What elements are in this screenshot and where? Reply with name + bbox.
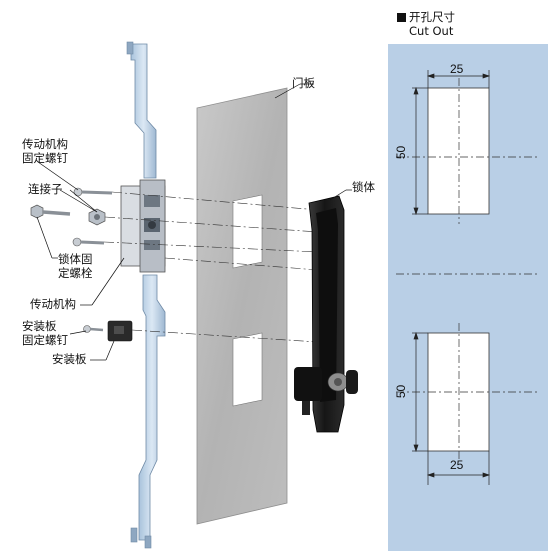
- alignment-lines: [103, 191, 319, 343]
- door-cutout-top: [232, 194, 263, 269]
- drive-screw: [73, 187, 113, 197]
- cutout-panel: [388, 44, 548, 551]
- dim-top-width: 25: [450, 62, 464, 76]
- label-drive-mechanism: 传动机构: [30, 297, 76, 311]
- cutout-title: 开孔尺寸 Cut Out: [397, 10, 455, 38]
- label-drive-screw-2: 固定螺钉: [22, 151, 68, 165]
- drive-mechanism: [120, 179, 166, 273]
- cutout-title-cn: 开孔尺寸: [409, 10, 455, 24]
- door-cutout-bottom: [232, 332, 263, 407]
- mount-screw: [83, 325, 104, 333]
- dim-bottom-width: 25: [450, 458, 464, 472]
- cutout-centerlines: [396, 78, 540, 462]
- label-door-panel: 门板: [292, 76, 315, 90]
- label-lock-fix-2: 定螺栓: [58, 266, 93, 280]
- door-panel: [196, 87, 288, 525]
- label-lock-fix-1: 锁体固: [58, 252, 93, 266]
- drive-rod: [126, 41, 166, 549]
- cutout-dim-top: [412, 70, 491, 216]
- key-cylinder: [327, 370, 358, 394]
- dim-top-height: 50: [394, 145, 409, 160]
- lock-body: [294, 195, 358, 433]
- lock-screw: [72, 237, 105, 247]
- cutout-title-en: Cut Out: [409, 24, 454, 38]
- cutout-dim-bottom: [412, 331, 491, 485]
- connector-nut: [88, 208, 106, 226]
- dim-bottom-height: 50: [394, 384, 409, 399]
- label-mount-screw-2: 固定螺钉: [22, 333, 68, 347]
- square-bullet-icon: [397, 13, 406, 22]
- label-lock-body: 锁体: [352, 180, 375, 194]
- label-drive-screw-1: 传动机构: [22, 137, 68, 151]
- label-connector: 连接子: [28, 182, 63, 196]
- mount-plate: [107, 320, 133, 342]
- leader-lines: [36, 83, 352, 361]
- lock-fix-bolt: [30, 204, 71, 219]
- cutout-opening-top: [427, 87, 490, 215]
- label-mount-plate: 安装板: [52, 352, 87, 366]
- label-mount-screw-1: 安装板: [22, 319, 57, 333]
